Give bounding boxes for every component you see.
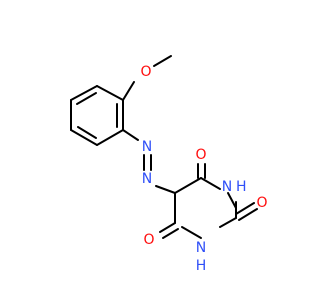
bond-c5-c6	[174, 177, 202, 194]
bond-ring-a	[96, 85, 124, 101]
atom-azo-n1: N	[142, 139, 152, 155]
bond-ring-d	[70, 129, 98, 146]
atom-ring-n-bottom: N	[196, 240, 206, 256]
atom-ring-h-bottom: H	[196, 258, 207, 274]
bond-n-c5	[155, 185, 176, 194]
bond-c4-o-b	[162, 228, 179, 239]
bond-layer	[70, 55, 258, 239]
bond-c6-n1	[200, 177, 221, 190]
bond-c2-n3	[219, 217, 237, 228]
bond-n1-c2-top	[227, 192, 237, 209]
bond-c4-o-a	[159, 222, 176, 233]
bond-c2-o-a	[235, 202, 255, 215]
bond-n3-c4	[181, 226, 202, 239]
atom-methoxy-o: O	[140, 64, 151, 80]
bond-ring-b	[70, 85, 98, 101]
bond-ring-double-1	[76, 92, 97, 105]
atom-azo-n2: N	[142, 171, 152, 187]
bond-ring-e	[96, 129, 124, 146]
atom-ring-n-top: N	[222, 179, 232, 195]
atom-ring-h-top: H	[236, 179, 247, 195]
atom-label-layer: O N N O O O N H N H	[140, 64, 267, 274]
molecule-structure-diagram: O N N O O O N H N H	[70, 55, 268, 274]
bond-c2-o-b	[238, 208, 258, 221]
atom-carbonyl-o-bottom: O	[143, 232, 154, 248]
bond-o-aryl	[122, 81, 135, 101]
bond-aryl-n	[122, 129, 139, 141]
atom-carbonyl-o-right: O	[256, 195, 267, 211]
bond-ring-double-2	[77, 126, 97, 139]
bond-methyl-o	[153, 55, 172, 67]
atom-carbonyl-o-top: O	[195, 147, 206, 163]
